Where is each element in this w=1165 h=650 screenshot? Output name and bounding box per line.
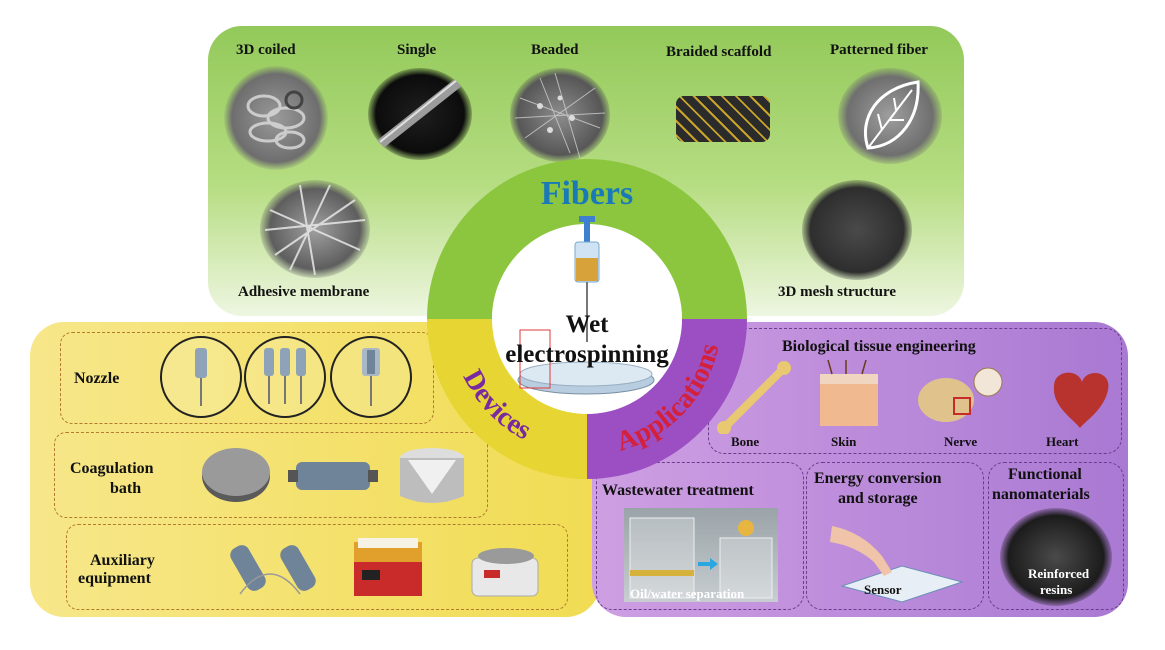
coagulation-box <box>54 432 488 518</box>
functional-box <box>988 462 1124 610</box>
magnetic-stirrer-icon <box>471 548 539 597</box>
functional-title-line2: nanomaterials <box>992 486 1090 503</box>
sem-3d-mesh-image <box>802 180 912 280</box>
coaxial-nozzle-frame <box>330 336 412 418</box>
auxiliary-box <box>66 524 568 610</box>
nozzle-label: Nozzle <box>74 370 120 387</box>
bio-tissue-title: Biological tissue engineering <box>782 338 976 355</box>
nozzle-icon <box>195 348 207 406</box>
bio-item-nerve: Nerve <box>944 434 978 449</box>
sem-3d-coiled-image <box>224 66 328 170</box>
roller-pair-icon <box>230 545 316 595</box>
roller-bath-icon <box>288 462 378 490</box>
coagulation-bath-icons <box>202 448 464 503</box>
heating-stage-icon <box>354 538 422 596</box>
energy-title-line1: Energy conversion <box>814 470 942 487</box>
fiber-label-3d-mesh-structure: 3D mesh structure <box>778 284 897 300</box>
single-nozzle-frame <box>160 336 242 418</box>
center-title-line2: electrospinning <box>505 341 669 368</box>
devices-ring-segment <box>427 319 587 479</box>
fiber-label-beaded: Beaded <box>531 42 579 58</box>
beaker-icon <box>629 517 773 599</box>
coaxial-nozzle-icon <box>362 348 380 406</box>
skin-icon <box>820 360 878 426</box>
fibers-ring-segment <box>427 159 747 319</box>
ring-label-fibers: Fibers <box>541 175 634 212</box>
wastewater-box <box>596 462 804 610</box>
coagulation-label-line2: bath <box>110 480 142 497</box>
braided-scaffold-image <box>676 96 770 142</box>
oil-water-separation-image <box>624 508 778 602</box>
syringe-icon <box>574 216 600 342</box>
functional-title-line1: Functional <box>1008 466 1082 483</box>
sem-adhesive-membrane-image <box>260 180 370 278</box>
fiber-label-adhesive-membrane: Adhesive membrane <box>238 284 370 300</box>
beaded-fiber-icon <box>514 72 606 159</box>
leaf-icon <box>863 80 920 150</box>
sensor-image <box>830 526 964 603</box>
applications-ring-segment <box>587 319 747 479</box>
multi-nozzle-icon <box>264 348 306 404</box>
conical-bath-icon <box>400 448 464 503</box>
nozzle-box <box>60 332 434 424</box>
collector-dish-icon <box>517 329 655 395</box>
energy-box <box>806 462 984 610</box>
fiber-label-single: Single <box>397 42 437 58</box>
wastewater-caption: Oil/water separation <box>630 586 745 601</box>
hand-icon <box>830 526 892 576</box>
fiber-label-3d-coiled: 3D coiled <box>236 42 296 58</box>
center-title-line1: Wet <box>565 311 609 338</box>
auxiliary-label-line1: Auxiliary <box>90 552 155 569</box>
wastewater-title: Wastewater treatment <box>602 482 754 499</box>
bio-item-bone: Bone <box>731 434 760 449</box>
patterned-leaf-image <box>838 68 942 164</box>
energy-caption: Sensor <box>864 582 902 597</box>
reinforced-resins-image <box>1000 508 1112 606</box>
membrane-fiber-icon <box>264 184 366 276</box>
tissue-icons <box>717 360 1109 434</box>
bone-icon <box>717 361 791 434</box>
bio-item-skin: Skin <box>831 434 857 449</box>
energy-title-line2: and storage <box>838 490 918 507</box>
bio-item-heart: Heart <box>1046 434 1079 449</box>
flat-bath-icon <box>202 448 270 502</box>
heart-icon <box>1053 372 1109 428</box>
nerve-icon <box>918 367 1003 422</box>
fiber-label-patterned-fiber: Patterned fiber <box>830 42 928 58</box>
sem-beaded-fiber-image <box>510 68 610 162</box>
multi-nozzle-frame <box>244 336 326 418</box>
auxiliary-label-line2: equipment <box>78 570 151 587</box>
central-ring: Wet electrospinning Fibers Devices Appli… <box>427 159 747 479</box>
coagulation-label-line1: Coagulation <box>70 460 154 477</box>
fiber-label-braided-scaffold: Braided scaffold <box>666 44 772 60</box>
functional-caption-line1: Reinforced <box>1028 566 1090 581</box>
single-fiber-icon <box>373 73 469 151</box>
functional-caption-line2: resins <box>1040 582 1073 597</box>
sem-single-fiber-image <box>368 68 472 160</box>
coil-pattern-icon <box>246 90 306 150</box>
auxiliary-equipment-icons <box>230 538 539 597</box>
